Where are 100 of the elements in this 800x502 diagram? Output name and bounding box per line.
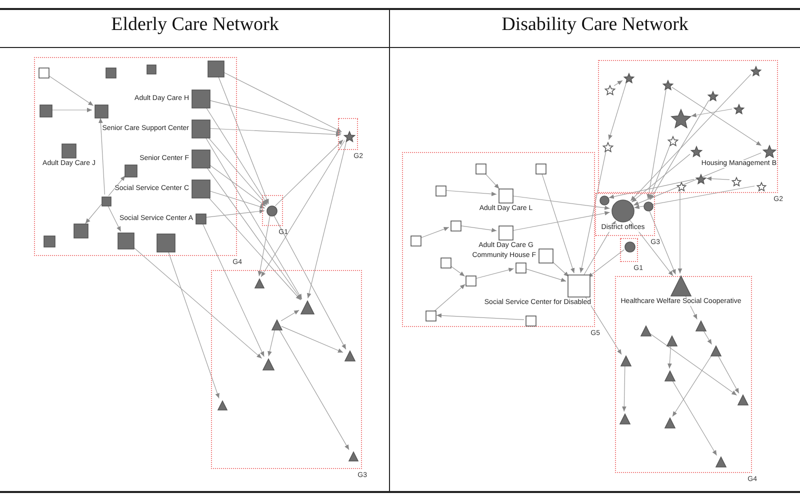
square-marker — [117, 232, 135, 250]
arrow — [525, 268, 566, 282]
arrow — [629, 219, 674, 276]
star-marker — [604, 84, 616, 96]
square-marker — [38, 67, 50, 79]
arrow — [631, 154, 690, 202]
star-marker — [623, 72, 635, 84]
arrow — [434, 284, 466, 312]
square-marker — [525, 315, 537, 327]
arrow — [614, 80, 623, 86]
arrow — [52, 108, 92, 112]
arrow — [275, 140, 344, 206]
square-marker — [475, 163, 487, 175]
square-marker — [124, 164, 138, 178]
triangle-marker — [737, 394, 749, 406]
triangle-marker — [271, 319, 283, 331]
square-marker — [465, 275, 477, 287]
triangle-marker — [344, 350, 356, 362]
arrow — [622, 366, 626, 412]
arrow — [634, 186, 755, 210]
arrow — [258, 216, 270, 276]
arrow — [460, 226, 497, 232]
arrow — [542, 173, 575, 274]
arrow — [672, 354, 712, 417]
arrow — [108, 176, 126, 196]
arrow — [202, 223, 264, 357]
triangle-marker — [664, 370, 676, 382]
arrow — [608, 82, 627, 140]
square-marker — [440, 257, 452, 269]
arrow — [691, 108, 732, 118]
triangle-marker — [262, 358, 274, 370]
arrow — [672, 380, 717, 456]
arrow — [268, 330, 275, 356]
arrow — [85, 204, 102, 224]
arrow — [678, 190, 682, 274]
triangle-marker — [254, 278, 264, 288]
arrow — [206, 209, 265, 218]
arrow — [484, 172, 500, 190]
circle-marker — [598, 194, 610, 206]
arrow — [702, 330, 712, 345]
column-header: Disability Care Network — [502, 14, 688, 36]
triangle-marker — [640, 325, 652, 337]
arrow — [648, 210, 676, 275]
arrow — [476, 268, 514, 279]
square-marker — [39, 104, 53, 118]
arrow — [450, 265, 465, 276]
column-header: Elderly Care Network — [111, 14, 279, 36]
star-marker — [670, 108, 692, 130]
arrow — [630, 74, 752, 202]
arrow — [204, 136, 302, 300]
arrow — [274, 215, 346, 350]
star-marker — [342, 130, 356, 142]
triangle-marker — [619, 413, 631, 425]
triangle-marker — [710, 345, 722, 357]
arrow — [672, 87, 762, 146]
arrow — [446, 190, 497, 196]
star-marker — [676, 180, 686, 192]
star-marker — [730, 176, 742, 186]
arrow — [718, 355, 740, 394]
arrow — [260, 140, 345, 278]
arrow — [512, 196, 610, 210]
square-marker — [515, 262, 527, 274]
arrow — [579, 152, 606, 274]
triangle-marker — [715, 456, 727, 468]
arrow — [98, 118, 105, 195]
arrow — [584, 220, 616, 275]
triangle-marker — [664, 417, 676, 429]
arrow — [205, 106, 268, 205]
square-marker — [146, 64, 156, 74]
arrow — [436, 313, 524, 320]
arrow — [210, 128, 342, 137]
square-marker — [156, 233, 176, 253]
arrow — [209, 190, 266, 209]
arrow — [306, 141, 347, 298]
star-marker — [733, 103, 745, 115]
square-marker — [42, 234, 56, 248]
arrow — [420, 227, 450, 238]
triangle-marker — [620, 355, 632, 367]
arrow — [668, 346, 672, 369]
triangle-marker — [695, 320, 707, 332]
arrow — [278, 328, 350, 450]
star-marker — [695, 173, 707, 185]
circle-marker — [642, 200, 654, 212]
triangle-marker — [348, 450, 358, 462]
arrow — [588, 249, 624, 278]
square-marker — [435, 185, 447, 197]
square-marker — [410, 235, 422, 247]
circle-marker — [266, 205, 278, 217]
arrow — [222, 72, 342, 132]
square-marker — [105, 67, 117, 79]
arrow — [280, 310, 300, 322]
arrow — [608, 179, 694, 199]
square-marker — [425, 310, 437, 322]
arrow — [650, 333, 737, 396]
square-marker — [450, 220, 462, 232]
arrow — [168, 251, 220, 399]
star-marker — [750, 65, 762, 77]
arrow — [706, 176, 730, 181]
triangle-marker — [666, 335, 678, 347]
arrow — [650, 100, 710, 200]
